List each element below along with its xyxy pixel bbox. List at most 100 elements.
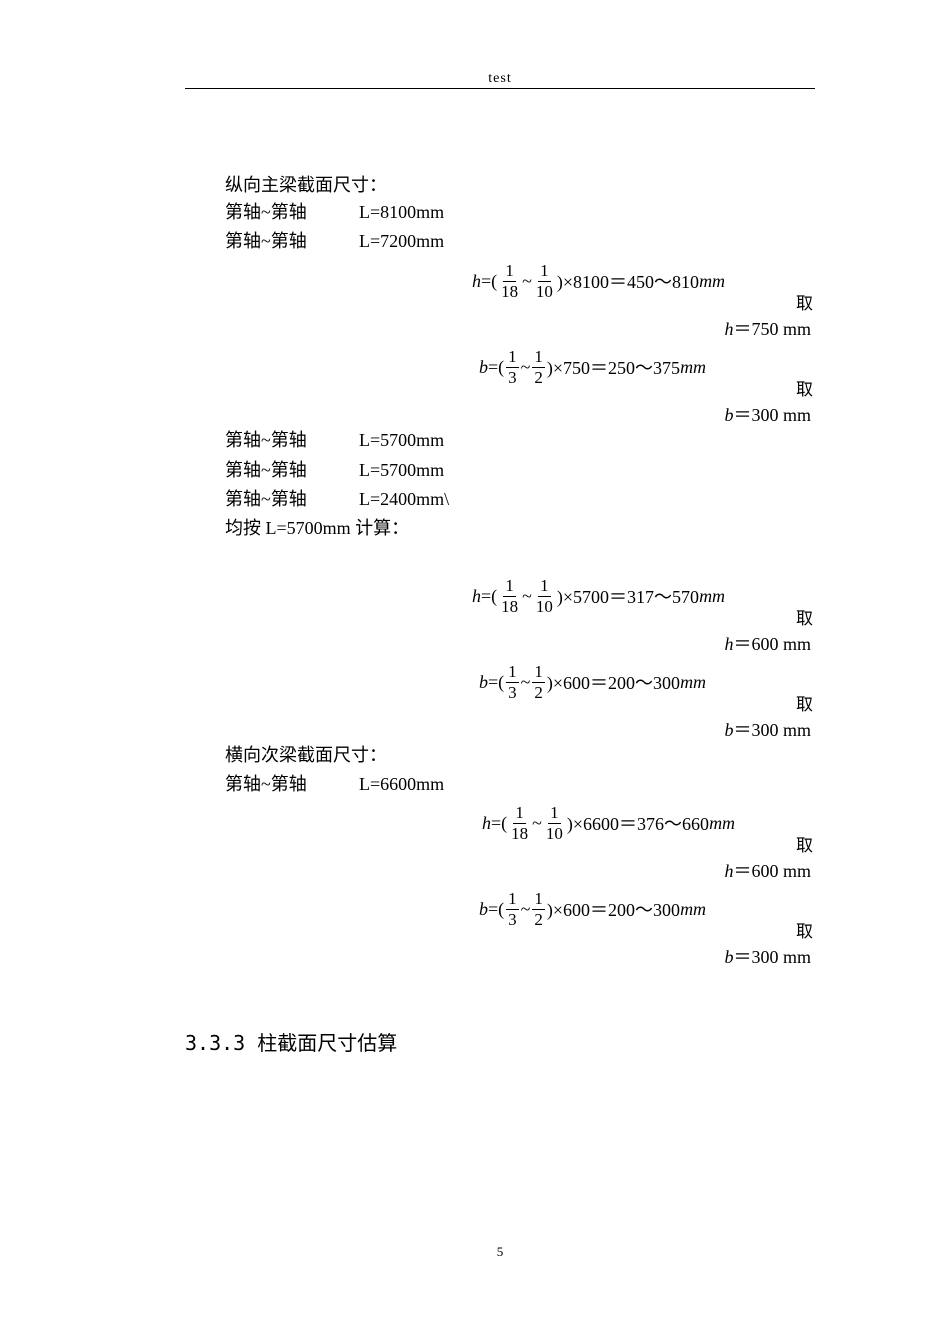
eq-suffix: )×750＝250～375 xyxy=(546,358,681,378)
result-var: b xyxy=(724,947,734,967)
span-axis: 第轴~第轴 xyxy=(225,460,307,480)
eq-prefix: =( xyxy=(488,671,505,692)
eq-var: h xyxy=(472,585,481,606)
frac-den: 2 xyxy=(534,367,543,387)
uniform-note: 均按 L=5700mm 计算： xyxy=(225,518,410,538)
frac-den: 10 xyxy=(535,596,553,616)
section-title: 3.3.3 柱截面尺寸估算 xyxy=(185,1031,398,1055)
span-length: L=2400mm\ xyxy=(359,489,450,509)
take-label: 取 xyxy=(796,695,813,714)
eq-tilde: ~ xyxy=(520,671,531,692)
take-label: 取 xyxy=(796,836,813,855)
eq-var: h xyxy=(472,270,481,291)
eq-var: h xyxy=(482,812,491,833)
take-label: 取 xyxy=(796,609,813,628)
span-axis: 第轴~第轴 xyxy=(225,489,307,509)
span-axis: 第轴~第轴 xyxy=(225,774,307,794)
eq-suffix: )×600＝200～300 xyxy=(546,673,681,693)
frac-num: 1 xyxy=(548,802,561,824)
page-number: 5 xyxy=(496,1244,504,1259)
main-beam-heading: 纵向主梁截面尺寸： xyxy=(225,175,387,195)
frac-num: 1 xyxy=(538,260,551,282)
frac-den: 18 xyxy=(501,596,519,616)
frac-den: 2 xyxy=(534,682,543,702)
span-length: L=7200mm xyxy=(359,231,445,251)
result-var: h xyxy=(724,634,734,654)
frac-num: 1 xyxy=(506,888,519,910)
secondary-beam-heading: 横向次梁截面尺寸： xyxy=(225,745,387,765)
span-length: L=5700mm xyxy=(359,460,445,480)
eq-tilde: ~ xyxy=(520,356,531,377)
eq-prefix: =( xyxy=(481,585,498,606)
frac-num: 1 xyxy=(503,575,516,597)
eq-tilde: ~ xyxy=(520,898,531,919)
result-value: ＝300 mm xyxy=(733,947,811,967)
result-var: h xyxy=(724,861,734,881)
frac-num: 1 xyxy=(532,888,545,910)
span-axis: 第轴~第轴 xyxy=(225,430,307,450)
frac-den: 18 xyxy=(501,281,519,301)
frac-den: 2 xyxy=(534,909,543,929)
frac-den: 3 xyxy=(508,367,517,387)
span-axis: 第轴~第轴 xyxy=(225,231,307,251)
b-result: b＝300 mm xyxy=(724,943,811,969)
eq-tilde: ~ xyxy=(522,585,532,606)
result-value: ＝600 mm xyxy=(733,634,811,654)
result-var: h xyxy=(724,319,734,339)
h-result: h＝750 mm xyxy=(724,315,811,341)
eq-prefix: =( xyxy=(491,812,508,833)
eq-prefix: =( xyxy=(488,356,505,377)
result-value: ＝600 mm xyxy=(733,861,811,881)
take-label: 取 xyxy=(796,380,813,399)
eq-unit: mm xyxy=(699,270,726,291)
frac-num: 1 xyxy=(532,661,545,683)
frac-den: 10 xyxy=(545,823,563,843)
eq-prefix: =( xyxy=(481,270,498,291)
eq-tilde: ~ xyxy=(522,270,532,291)
frac-num: 1 xyxy=(538,575,551,597)
frac-num: 1 xyxy=(513,802,526,824)
header-rule xyxy=(185,88,815,89)
result-value: ＝300 mm xyxy=(733,720,811,740)
b-result: b＝300 mm xyxy=(724,716,811,742)
eq-suffix: )×8100＝450～810 xyxy=(556,272,700,292)
h-result: h＝600 mm xyxy=(724,857,811,883)
result-value: ＝300 mm xyxy=(733,405,811,425)
eq-var: b xyxy=(479,356,488,377)
frac-num: 1 xyxy=(532,346,545,368)
frac-den: 3 xyxy=(508,682,517,702)
frac-num: 1 xyxy=(506,661,519,683)
eq-var: b xyxy=(479,898,488,919)
page-header-title: test xyxy=(488,71,512,86)
h-result: h＝600 mm xyxy=(724,630,811,656)
frac-num: 1 xyxy=(503,260,516,282)
eq-suffix: )×5700＝317～570 xyxy=(556,587,700,607)
frac-den: 3 xyxy=(508,909,517,929)
frac-den: 10 xyxy=(535,281,553,301)
eq-unit: mm xyxy=(680,356,707,377)
result-var: b xyxy=(724,720,734,740)
eq-prefix: =( xyxy=(488,898,505,919)
eq-unit: mm xyxy=(699,585,726,606)
result-value: ＝750 mm xyxy=(733,319,811,339)
eq-suffix: )×6600＝376～660 xyxy=(566,814,710,834)
frac-den: 18 xyxy=(511,823,529,843)
result-var: b xyxy=(724,405,734,425)
